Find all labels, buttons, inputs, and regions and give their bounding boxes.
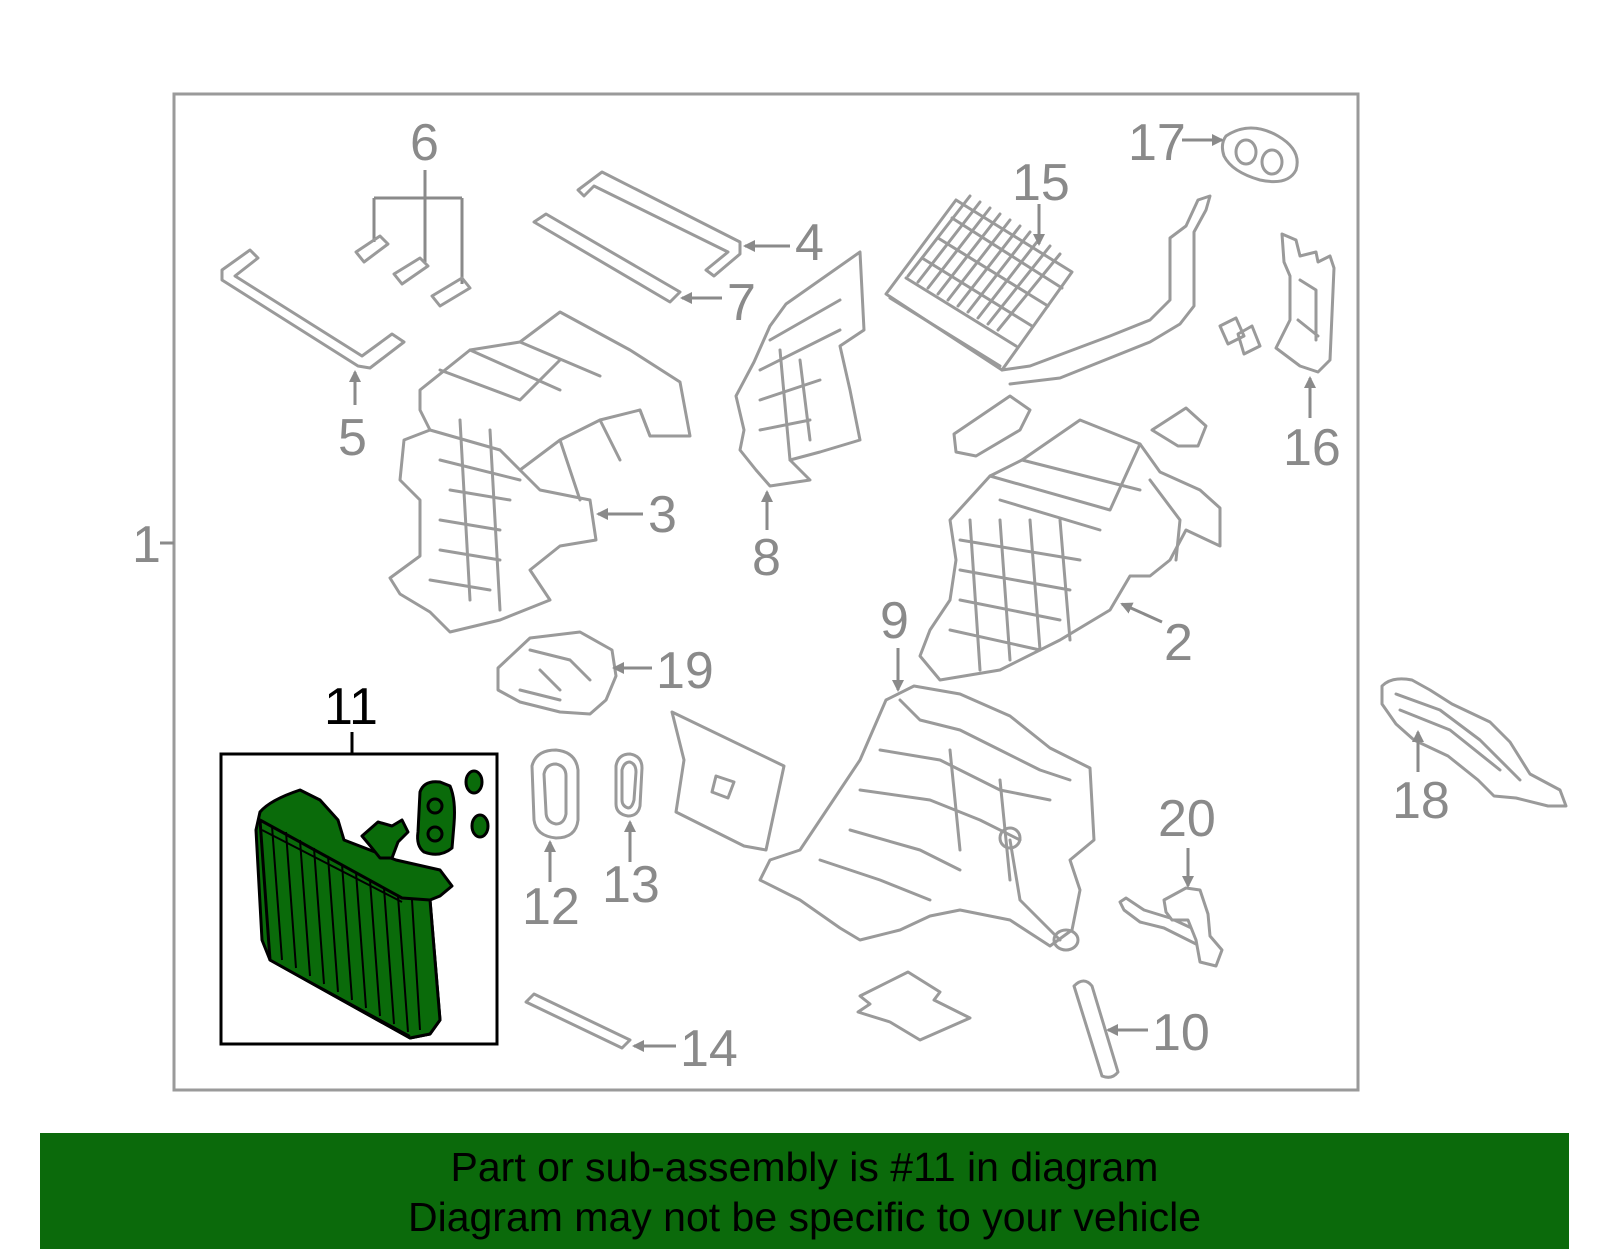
part-3-housing[interactable]: 3 xyxy=(388,310,692,634)
svg-text:3: 3 xyxy=(648,486,677,544)
svg-text:14: 14 xyxy=(680,1020,738,1078)
part-16-bracket[interactable]: 16 xyxy=(1218,232,1341,477)
part-11-evaporator-assembly[interactable]: 11 xyxy=(219,678,499,1046)
callout-1[interactable]: 1 xyxy=(132,516,174,574)
svg-text:12: 12 xyxy=(522,878,580,936)
part-8-bracket[interactable]: 8 xyxy=(734,250,866,587)
svg-text:11: 11 xyxy=(324,678,378,736)
part-14-seal-strip[interactable]: 14 xyxy=(524,992,738,1078)
svg-text:15: 15 xyxy=(1012,154,1070,212)
part-11-highlight-box xyxy=(219,752,499,1046)
part-insulator-pad[interactable] xyxy=(670,710,786,852)
part-5-seal-rod[interactable]: 5 xyxy=(220,248,406,467)
svg-text:9: 9 xyxy=(880,592,909,650)
footer-line-2: Diagram may not be specific to your vehi… xyxy=(407,1194,1201,1240)
part-18-duct[interactable]: 18 xyxy=(1380,677,1568,830)
svg-text:5: 5 xyxy=(338,409,367,467)
part-19-damper[interactable]: 19 xyxy=(496,630,714,716)
svg-text:20: 20 xyxy=(1158,790,1216,848)
part-4-seal-rod[interactable]: 4 xyxy=(576,170,824,278)
svg-text:1: 1 xyxy=(132,516,161,574)
part-6-clips[interactable]: 6 xyxy=(354,114,472,308)
part-7-seal-strip[interactable]: 7 xyxy=(532,212,756,332)
part-9-lower-case[interactable]: 9 xyxy=(758,592,1096,952)
svg-text:7: 7 xyxy=(727,274,756,332)
svg-text:13: 13 xyxy=(602,856,660,914)
svg-text:4: 4 xyxy=(795,214,824,272)
part-13-seal[interactable]: 13 xyxy=(602,752,660,914)
svg-text:16: 16 xyxy=(1283,419,1341,477)
assembly-frame xyxy=(172,92,1360,1092)
footer-banner: Part or sub-assembly is #11 in diagram D… xyxy=(40,1133,1569,1249)
part-flap-small[interactable] xyxy=(952,394,1208,458)
part-12-seal[interactable]: 12 xyxy=(522,748,580,936)
part-2-housing[interactable]: 2 xyxy=(918,418,1222,682)
svg-text:18: 18 xyxy=(1392,772,1450,830)
part-17-grommet[interactable]: 17 xyxy=(1128,114,1299,184)
footer-line-1: Part or sub-assembly is #11 in diagram xyxy=(450,1144,1159,1190)
svg-text:8: 8 xyxy=(752,529,781,587)
svg-text:10: 10 xyxy=(1152,1004,1210,1062)
svg-text:19: 19 xyxy=(656,642,714,700)
part-10-rod[interactable]: 10 xyxy=(1072,979,1210,1079)
part-small-pad[interactable] xyxy=(856,970,972,1042)
svg-text:17: 17 xyxy=(1128,114,1186,172)
part-15-heater-core[interactable]: 15 xyxy=(884,154,1212,386)
svg-text:2: 2 xyxy=(1164,614,1193,672)
svg-text:6: 6 xyxy=(410,114,439,172)
part-20-sensor[interactable]: 20 xyxy=(1118,790,1224,968)
